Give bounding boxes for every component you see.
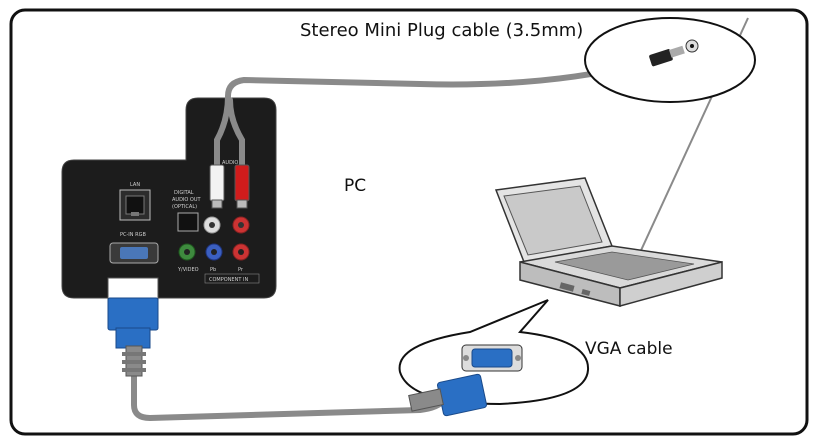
audio-in-label: AUDIO IN: [222, 160, 245, 166]
digital-label: DIGITAL: [174, 190, 194, 196]
vga-cable-label: VGA cable: [585, 339, 673, 359]
optical-port: [177, 212, 199, 232]
laptop-pc: [494, 177, 723, 307]
vga-plug-tv: [107, 277, 159, 377]
component-in-label: COMPONENT IN: [209, 277, 248, 283]
lan-label: LAN: [130, 182, 140, 188]
rca-plug-white: [209, 164, 225, 202]
vga-plug-callout: [408, 373, 487, 417]
audio-cable: [214, 55, 665, 173]
mini-plug: [649, 49, 673, 67]
pc-in-rgb-label: PC-IN RGB: [120, 232, 146, 238]
audio-out-label: AUDIO OUT: [172, 197, 202, 203]
vga-port-callout: [461, 344, 523, 372]
audio-cable-label: Stereo Mini Plug cable (3.5mm): [300, 20, 583, 41]
rca-plug-red: [234, 164, 250, 202]
pr-label: Pr: [238, 267, 244, 273]
y-video-label: Y/VIDEO: [177, 267, 199, 273]
pc-label: PC: [344, 176, 366, 196]
pb-label: Pb: [210, 267, 216, 273]
optical-label: (OPTICAL): [172, 204, 197, 210]
